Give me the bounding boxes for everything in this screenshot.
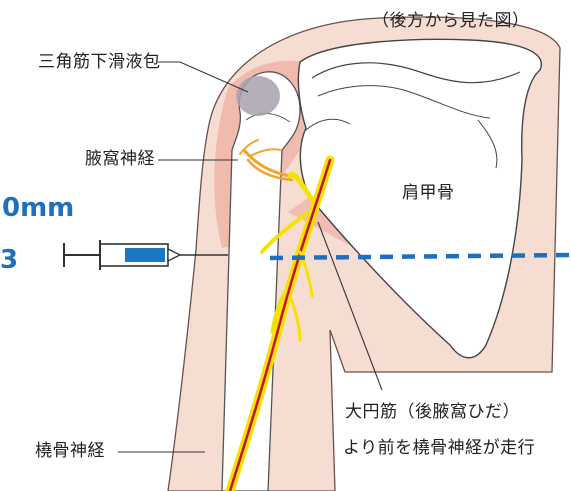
radial-course-label: より前を橈骨神経が走行 — [343, 440, 535, 457]
teres-major-label: 大円筋（後腋窩ひだ） — [345, 404, 520, 421]
measure-text: 0mm — [2, 195, 74, 221]
measure-fragment: 3 — [0, 247, 18, 273]
bursa-label: 三角筋下滑液包 — [38, 54, 161, 71]
view-note: （後方から見た図） — [372, 13, 530, 30]
scapula-label: 肩甲骨 — [402, 185, 455, 202]
top-band — [0, 0, 230, 10]
subdeltoid-bursa — [236, 76, 280, 116]
axillary-nerve-label: 腋窩神経 — [85, 151, 155, 168]
radial-nerve-label: 橈骨神経 — [35, 443, 105, 460]
